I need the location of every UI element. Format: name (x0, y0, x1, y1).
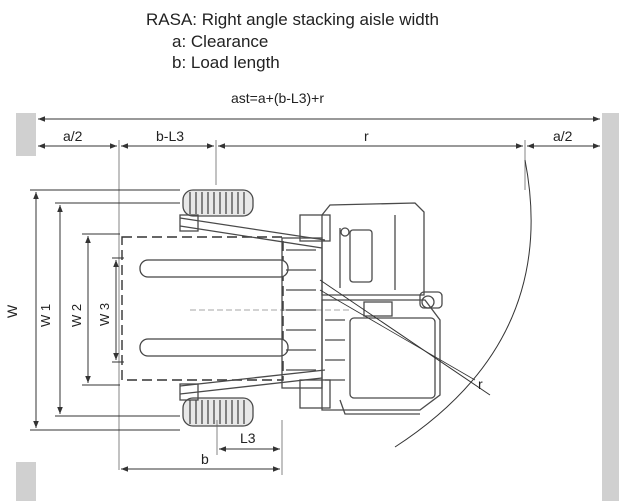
dim-a-half-right: a/2 (553, 128, 573, 144)
dim-a-half-left: a/2 (63, 128, 83, 144)
load-outline (121, 236, 284, 381)
reference-lines (118, 140, 526, 475)
dim-r-arc: r (478, 376, 483, 392)
width-dimension-lines (30, 189, 180, 431)
truck-body (179, 189, 443, 427)
dim-w: W (4, 304, 20, 318)
dim-b-minus-l3: b-L3 (156, 128, 184, 144)
formula-label: ast=a+(b-L3)+r (231, 90, 324, 106)
dim-l3: L3 (240, 430, 256, 446)
turning-radius-arc (394, 159, 532, 448)
legend-title: RASA: Right angle stacking aisle width (146, 10, 439, 29)
left-wall-top (16, 113, 36, 156)
legend: RASA: Right angle stacking aisle width a… (0, 0, 619, 80)
dim-w1: W 1 (38, 304, 53, 327)
legend-clearance: a: Clearance (172, 32, 269, 51)
dim-b: b (201, 451, 209, 467)
legend-load-length: b: Load length (172, 53, 280, 72)
dim-w3: W 3 (97, 303, 112, 326)
dim-r-top: r (364, 128, 369, 144)
forks (139, 259, 289, 357)
left-wall-bottom (16, 462, 36, 501)
dim-w2: W 2 (69, 304, 84, 327)
turning-radius-line (319, 279, 491, 396)
right-wall (602, 113, 619, 501)
turning-radius-line-2 (319, 289, 476, 381)
